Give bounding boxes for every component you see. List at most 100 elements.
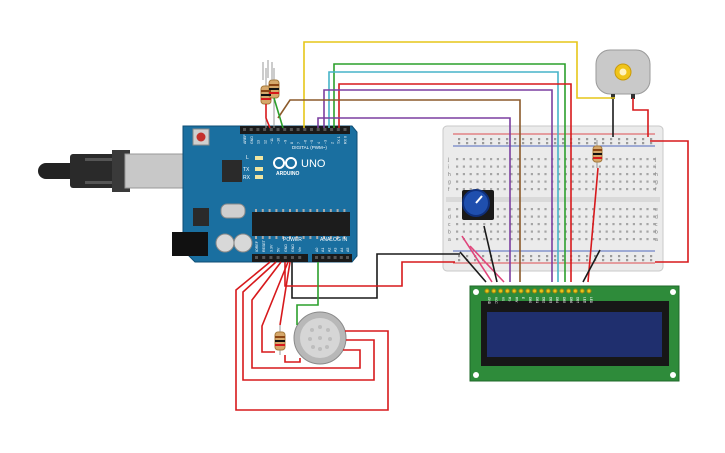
lcd-pin-label: DB2 xyxy=(542,297,546,303)
row-letter: b xyxy=(655,230,658,236)
lcd-pin-label: DB6 xyxy=(569,297,573,303)
row-letter: h xyxy=(655,172,658,178)
tx-led xyxy=(255,167,263,171)
capacitor xyxy=(215,233,235,253)
digital-pin-label: 4 xyxy=(317,142,321,144)
reset-button-cap[interactable] xyxy=(196,132,206,142)
analog-pin-label: A3 xyxy=(334,248,338,252)
digital-pin-label: ~5 xyxy=(310,140,314,144)
power-pin-label: Vin xyxy=(298,247,302,252)
top-rail-holes xyxy=(458,138,653,145)
digital-header xyxy=(240,126,350,134)
brand-label: ARDUINO xyxy=(276,171,299,177)
row-letter: i xyxy=(655,165,656,171)
analog-pin-label: A0 xyxy=(315,248,319,252)
row-letter: c xyxy=(448,222,451,228)
power-pin-label: 3.3V xyxy=(269,244,273,252)
row-letter: d xyxy=(655,215,658,221)
lcd-pin xyxy=(532,288,538,294)
lcd-pin-label: VCC xyxy=(494,297,498,304)
digital-pin-label: TX 1 xyxy=(337,136,341,144)
lcd-pin xyxy=(498,288,504,294)
row-letter: g xyxy=(655,180,658,186)
analog-header-label: ANALOG IN xyxy=(320,237,348,243)
rx-led xyxy=(255,175,263,179)
rx-label: RX xyxy=(243,175,251,181)
wire-motor-red xyxy=(632,98,649,137)
analog-pin-label: A4 xyxy=(340,248,344,252)
digital-pin-label: ~10 xyxy=(277,138,281,144)
analog-header xyxy=(312,254,352,262)
wire-red-right xyxy=(650,140,689,263)
wire-red-sensor-2 xyxy=(242,261,375,381)
wire-red-sensor-1 xyxy=(235,261,389,411)
row-letter: b xyxy=(448,230,451,236)
power-pin-label: GND xyxy=(291,244,295,252)
wire-green-led xyxy=(273,97,284,129)
row-letter: a xyxy=(448,237,451,243)
potentiometer[interactable] xyxy=(462,189,494,220)
power-jack xyxy=(172,232,208,256)
power-pin-label: GND xyxy=(284,244,288,252)
led-resistors xyxy=(260,68,280,128)
lcd-pin xyxy=(525,288,531,294)
lcd-pin-label: RW xyxy=(514,297,518,302)
row-letter: j xyxy=(654,157,656,163)
wire-black-lcd xyxy=(459,251,487,283)
wire-red-sensor-3 xyxy=(251,261,361,369)
lcd-pin-label: E xyxy=(521,297,525,299)
lcd-pin-label: DB0 xyxy=(528,297,532,303)
lcd-pin-label: LED xyxy=(582,297,586,304)
wire-black-rail xyxy=(582,249,601,283)
row-letter: c xyxy=(655,222,658,228)
digital-pin-label: ~6 xyxy=(304,140,308,144)
lcd-pin xyxy=(566,288,572,294)
power-pin-label: 5V xyxy=(277,247,281,252)
wire-green-a0 xyxy=(296,262,319,325)
lcd-pin-label: DB5 xyxy=(562,297,566,303)
digital-header-label: DIGITAL (PWM~) xyxy=(292,145,327,150)
digital-pin-label: ~3 xyxy=(324,140,328,144)
lcd-pin-label: DB7 xyxy=(576,297,580,303)
lcd-pin xyxy=(552,288,558,294)
wire-red-top xyxy=(338,83,572,282)
breadboard-resistor xyxy=(592,140,603,168)
wires xyxy=(235,41,689,411)
row-letter: e xyxy=(655,207,658,213)
digital-pin-label: ~11 xyxy=(270,138,274,144)
lcd-pin-label: LED xyxy=(589,297,593,304)
wire-pink-1 xyxy=(461,235,493,283)
lcd-pin xyxy=(579,288,585,294)
led-pair xyxy=(262,60,273,80)
lcd-pin xyxy=(538,288,544,294)
wire-red-sensor-4 xyxy=(261,261,289,353)
digital-pin-label: ~9 xyxy=(283,140,287,144)
lcd-pin xyxy=(572,288,578,294)
power-header xyxy=(252,254,308,262)
capacitor xyxy=(233,233,253,253)
lcd-pin-label: GND xyxy=(487,297,491,305)
row-letter: j xyxy=(447,157,449,163)
lcd-pin-label: DB4 xyxy=(555,297,559,303)
tx-label: TX xyxy=(243,167,250,173)
digital-pin-label: 13 xyxy=(257,140,261,144)
l-label: L xyxy=(246,155,249,161)
row-letter: i xyxy=(448,165,449,171)
analog-pin-label: A1 xyxy=(321,248,325,252)
lcd-pin xyxy=(511,288,517,294)
power-pin-label: IOREF xyxy=(255,240,259,252)
lcd-pin-label: DB3 xyxy=(548,297,552,303)
lcd-pin xyxy=(559,288,565,294)
row-letter: h xyxy=(448,172,451,178)
model-label: UNO xyxy=(301,158,326,170)
wire-red-sensor-5 xyxy=(279,261,291,326)
row-letter: f xyxy=(655,187,657,193)
wire-purple xyxy=(323,89,553,282)
lcd-pin-label: RS xyxy=(508,297,512,301)
atmega-chip xyxy=(252,212,350,236)
gas-sensor xyxy=(293,311,347,365)
lcd-pin-label: DB1 xyxy=(535,297,539,303)
l-led xyxy=(255,156,263,160)
